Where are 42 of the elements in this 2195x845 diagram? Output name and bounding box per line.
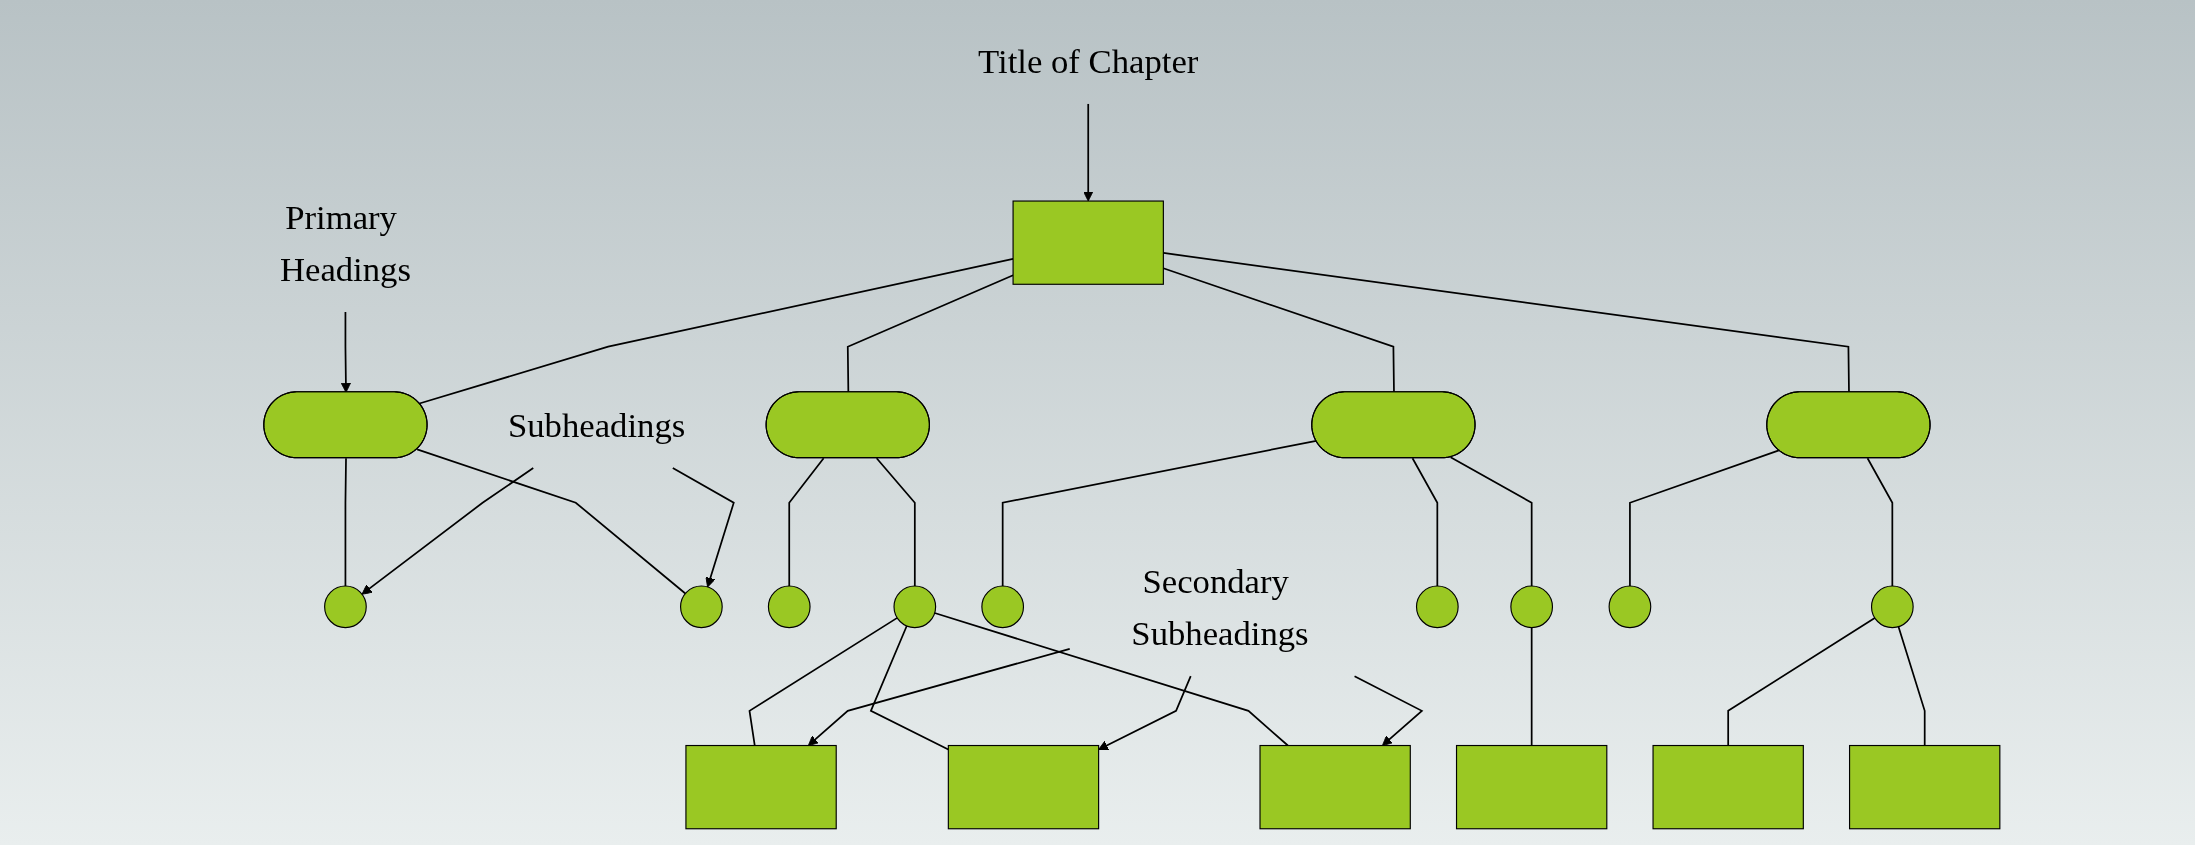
connector bbox=[1001, 439, 1318, 587]
node-circle bbox=[893, 584, 937, 628]
node-circle bbox=[1510, 584, 1554, 628]
connector bbox=[1897, 625, 1926, 746]
node-circle bbox=[1870, 584, 1914, 628]
connector bbox=[846, 273, 1014, 393]
connector bbox=[1629, 449, 1780, 587]
connector bbox=[748, 616, 899, 746]
node-circle bbox=[324, 584, 367, 628]
node-text: Primary Headings bbox=[279, 197, 411, 288]
connector bbox=[1727, 616, 1876, 746]
connector bbox=[1449, 455, 1533, 587]
node-text: Subheadings bbox=[507, 405, 686, 444]
arrow bbox=[807, 647, 1071, 746]
node-box bbox=[1259, 744, 1411, 829]
node-circle bbox=[1608, 584, 1652, 628]
node-box bbox=[685, 744, 837, 829]
node-box bbox=[1455, 744, 1608, 829]
connector bbox=[788, 456, 825, 587]
arrow bbox=[1353, 674, 1424, 746]
connector bbox=[344, 456, 347, 587]
connector bbox=[1411, 456, 1439, 587]
node-circle bbox=[1415, 584, 1459, 628]
connector bbox=[875, 456, 916, 587]
node-box bbox=[1012, 199, 1164, 285]
arrow bbox=[361, 466, 535, 595]
node-circle bbox=[981, 584, 1025, 628]
arrow bbox=[1083, 102, 1094, 201]
node-circle bbox=[767, 584, 811, 628]
arrow bbox=[340, 310, 351, 393]
connector bbox=[1530, 626, 1533, 746]
node-text: Secondary Subheadings bbox=[1131, 561, 1309, 652]
node-circle bbox=[680, 584, 723, 628]
node-box bbox=[1652, 744, 1804, 829]
connector bbox=[933, 611, 1289, 746]
arrow bbox=[671, 466, 735, 587]
node-text: Title of Chapter bbox=[978, 41, 1199, 80]
node-box bbox=[1849, 744, 2001, 829]
connector bbox=[416, 448, 687, 594]
node-box bbox=[947, 744, 1100, 829]
arrow bbox=[1098, 674, 1192, 750]
connector bbox=[1866, 456, 1894, 587]
